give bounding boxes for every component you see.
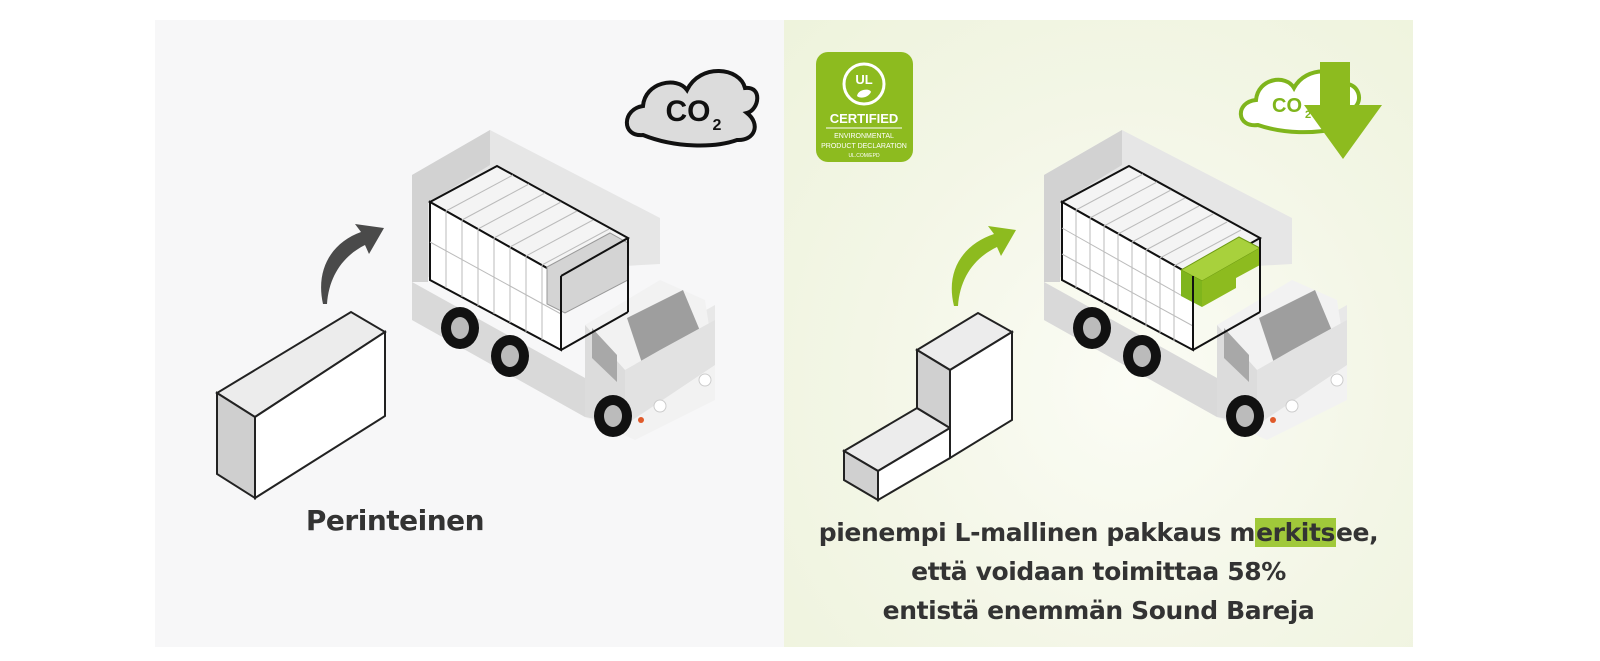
l-shaped-packaging-panel: UL CERTIFIED ENVIRONMENTAL PRODUCT DECLA… [784, 20, 1413, 647]
truck-wheel [1073, 307, 1111, 349]
flat-box [215, 310, 387, 500]
highlighted-l-box [1179, 236, 1262, 307]
co2-subscript: 2 [1305, 109, 1311, 121]
arrow-down-icon [1304, 62, 1382, 159]
badge-line3: UL.COM/EPD [848, 153, 880, 159]
truck-wheel [491, 335, 529, 377]
ul-certified-badge: UL CERTIFIED ENVIRONMENTAL PRODUCT DECLA… [816, 52, 913, 162]
badge-line1: ENVIRONMENTAL [834, 133, 894, 140]
conventional-caption: Perinteinen [305, 504, 485, 537]
l-shaped-caption: pienempi L-mallinen pakkaus merkitsee, e… [784, 513, 1413, 630]
caption-line-1-start: pienempi L-mallinen pakkaus m [818, 518, 1256, 547]
truck-illustration [412, 130, 715, 440]
conventional-illustration: CO 2 [215, 69, 760, 500]
leaf-icon [857, 89, 871, 98]
truck-wheel [594, 395, 632, 437]
truck-wheel [1123, 335, 1161, 377]
badge-title: CERTIFIED [830, 111, 899, 126]
co2-subscript: 2 [713, 117, 722, 134]
truck-wheel [441, 307, 479, 349]
l-shaped-illustration: UL CERTIFIED ENVIRONMENTAL PRODUCT DECLA… [816, 52, 1382, 502]
curved-arrow-icon [321, 224, 384, 304]
caption-line-1-end: ee, [1336, 518, 1379, 547]
caption-line-1: pienempi L-mallinen pakkaus merkitsee, [784, 513, 1413, 552]
ul-logo-icon [842, 62, 886, 106]
truck-wheel [1226, 395, 1264, 437]
co2-label: CO [1272, 95, 1302, 117]
badge-line2: PRODUCT DECLARATION [821, 143, 907, 150]
truck-illustration [1044, 130, 1347, 440]
caption-highlight: erkits [1255, 518, 1336, 547]
l-shaped-box [842, 311, 1014, 502]
co2-reduction-icon: CO 2 [1238, 62, 1382, 159]
caption-line-3: entistä enemmän Sound Bareja [882, 596, 1315, 625]
co2-cloud-icon: CO 2 [625, 69, 760, 148]
caption-line-2: että voidaan toimittaa 58% [911, 557, 1286, 586]
ul-logo-text: UL [855, 72, 872, 87]
curved-arrow-icon [951, 226, 1016, 306]
conventional-packaging-panel: CO 2 [155, 20, 784, 647]
co2-label: CO [666, 95, 711, 128]
